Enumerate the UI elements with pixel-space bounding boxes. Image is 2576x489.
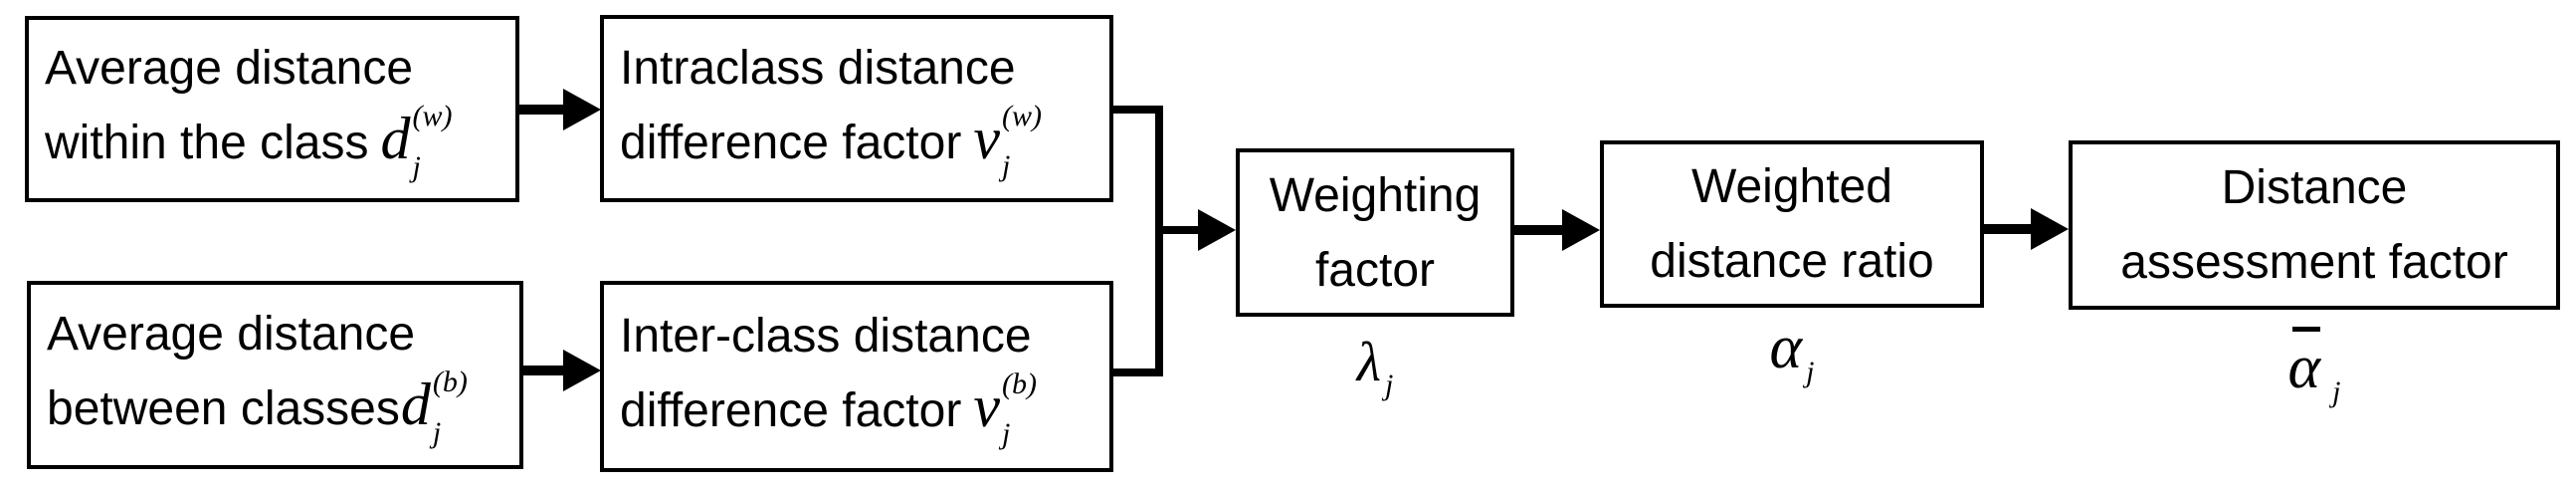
alpha-subscript: j: [2332, 375, 2341, 408]
box-text-line1: Average distance: [45, 31, 515, 106]
math-subscript: j: [412, 149, 421, 183]
arrowhead-merge-to-weighting: [1198, 209, 1236, 251]
box-text: Distance: [2221, 161, 2408, 214]
box-text: factor: [1314, 243, 1436, 297]
math-subscript: j: [1001, 417, 1011, 450]
box-distance-assessment-factor: Distance assessment factor: [2069, 140, 2560, 310]
arrow-shaft-between-to-interclass: [523, 366, 565, 375]
math-scripts: (w) j: [412, 100, 453, 183]
box-text-line1: Intraclass distance: [620, 31, 1109, 106]
box-text: assessment factor: [2120, 236, 2508, 289]
math-subscript: j: [432, 415, 442, 449]
math-superscript: (w): [1001, 99, 1042, 132]
box-text-line2: assessment factor: [2120, 225, 2507, 300]
box-text-line1: Average distance: [47, 297, 519, 371]
box-text: Weighted: [1691, 160, 1892, 213]
alpha-glyph: α: [2287, 334, 2321, 401]
math-base: v: [973, 372, 1000, 439]
math-superscript: (b): [432, 366, 468, 398]
alpha-bar-wrap: α: [2287, 327, 2321, 401]
math-superscript: (w): [412, 100, 453, 132]
arrow-shaft-ratio-to-assessment: [1980, 224, 2033, 234]
merge-line-bottom: [1109, 368, 1163, 376]
arrowhead-ratio-to-assessment: [2031, 208, 2069, 250]
lambda-subscript: j: [1384, 368, 1394, 401]
alpha-subscript: j: [1806, 356, 1815, 388]
overbar: [2291, 327, 2320, 332]
math-base: v: [973, 105, 1000, 171]
box-weighted-distance-ratio: Weighted distance ratio: [1600, 140, 1984, 308]
box-text-line2: distance ratio: [1650, 224, 1934, 299]
lambda-glyph: λ: [1356, 332, 1381, 393]
math-scripts: (b) j: [1001, 367, 1037, 450]
math-base: d: [400, 371, 431, 437]
box-text-line2: factor: [1315, 233, 1435, 308]
alpha-glyph: α: [1769, 314, 1803, 381]
math-symbol-d-j-b: d(b) j: [400, 367, 468, 453]
box-text: distance ratio: [1650, 235, 1934, 288]
box-text: Inter-class distance: [620, 309, 1032, 363]
box-text-line1: Weighted: [1691, 149, 1892, 224]
merge-line-vertical: [1155, 106, 1163, 376]
arrowhead-between-to-interclass: [563, 350, 601, 391]
math-subscript: j: [1001, 149, 1011, 182]
box-text: Intraclass distance: [620, 41, 1016, 95]
box-text-line1: Weighting: [1270, 158, 1482, 233]
merge-line-top: [1109, 106, 1163, 114]
box-text: between classes: [47, 382, 400, 435]
arrow-shaft-merge-to-weighting: [1161, 226, 1201, 234]
box-text: Weighting: [1269, 168, 1482, 222]
box-text: Average distance: [45, 42, 414, 95]
math-symbol-d-j-w: d(w) j: [380, 102, 452, 187]
math-symbol-v-j-w: v(w) j: [973, 101, 1042, 187]
arrow-shaft-within-to-intraclass: [519, 105, 565, 115]
math-symbol-v-j-b: v(b) j: [973, 368, 1037, 455]
math-scripts: (b) j: [432, 366, 468, 449]
box-text: within the class: [45, 117, 369, 169]
box-text-line1: Distance: [2222, 150, 2408, 225]
box-text: Average distance: [47, 308, 416, 361]
box-text-line1: Inter-class distance: [620, 299, 1109, 373]
math-superscript: (b): [1001, 367, 1037, 400]
box-text: difference factor: [620, 383, 962, 437]
math-scripts: (w) j: [1001, 99, 1042, 182]
arrowhead-weighting-to-ratio: [1562, 209, 1600, 251]
arrow-shaft-weighting-to-ratio: [1510, 225, 1564, 235]
math-base: d: [380, 106, 411, 171]
box-weighting-factor: Weighting factor: [1236, 148, 1514, 317]
box-text: difference factor: [620, 116, 962, 169]
arrowhead-within-to-intraclass: [563, 89, 601, 130]
